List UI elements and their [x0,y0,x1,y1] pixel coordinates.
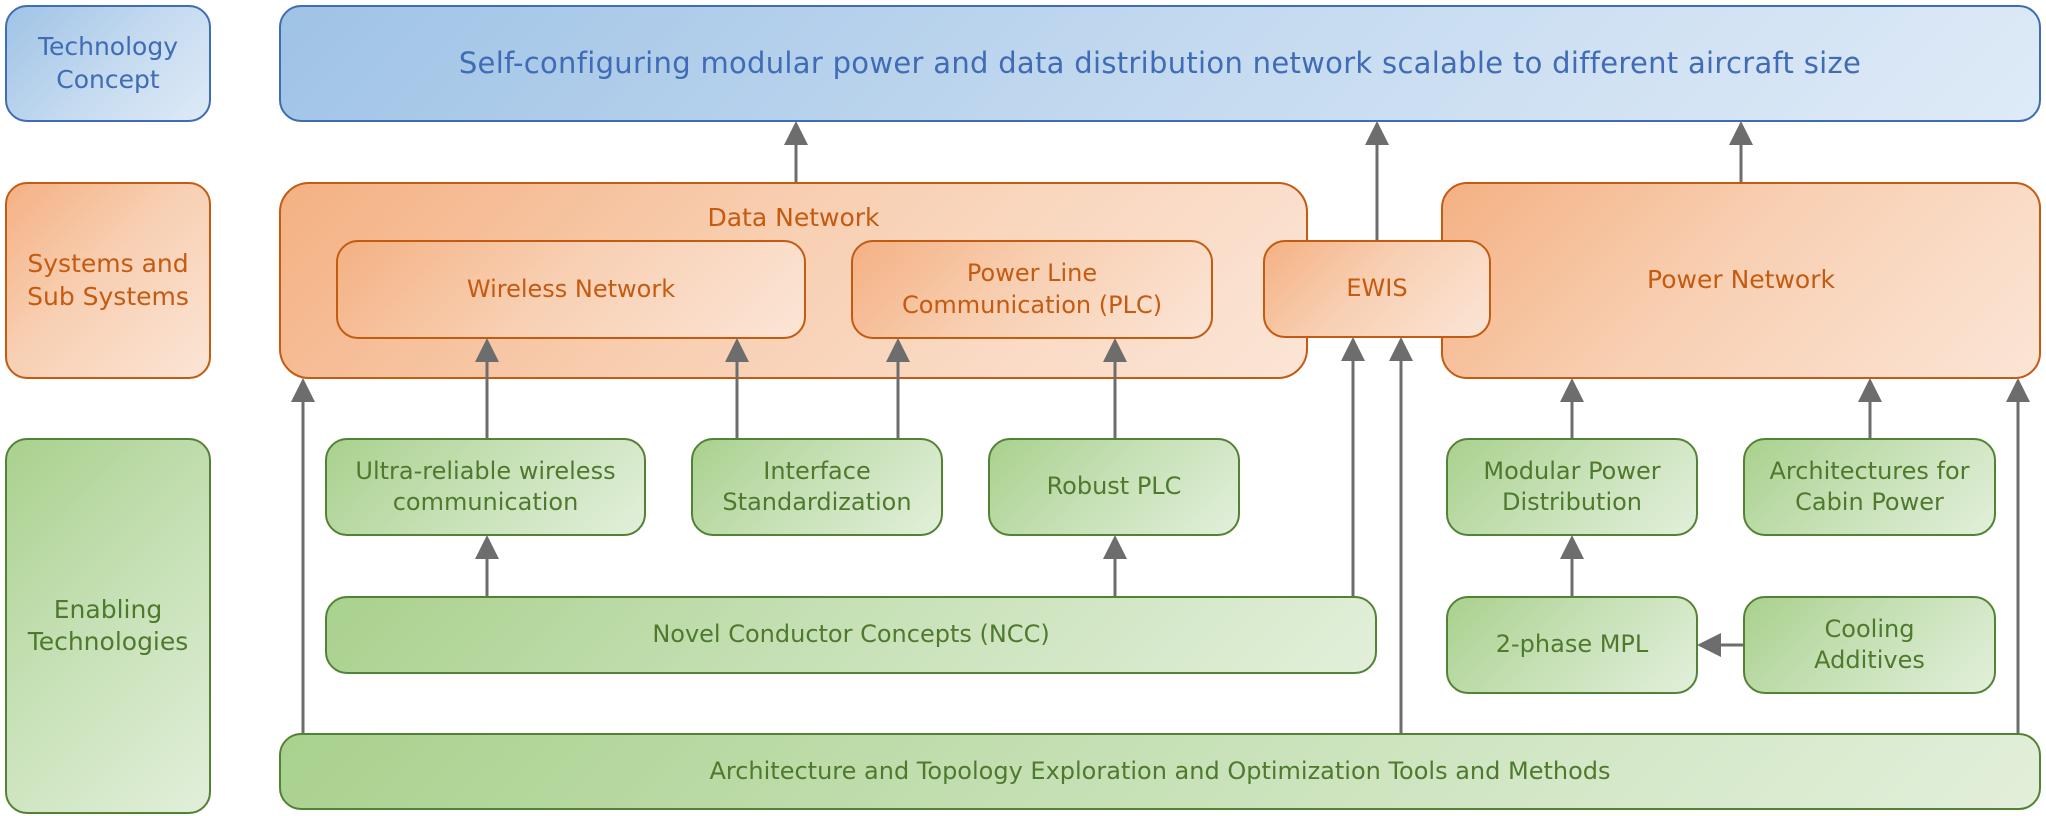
cooling-additives-box: Cooling Additives [1743,596,1996,694]
level-label-enabling-technologies: Enabling Technologies [5,438,211,814]
robust-plc-box: Robust PLC [988,438,1240,536]
level-label-technology-concept: Technology Concept [5,5,211,122]
level-label-systems: Systems and Sub Systems [5,182,211,379]
ncc-box: Novel Conductor Concepts (NCC) [325,596,1377,674]
cabin-power-architectures-box: Architectures for Cabin Power [1743,438,1996,536]
power-network-box: Power Network [1441,182,2041,379]
ewis-box: EWIS [1263,240,1491,338]
interface-standardization-box: Interface Standardization [691,438,943,536]
tools-methods-box: Architecture and Topology Exploration an… [279,733,2041,810]
plc-box: Power Line Communication (PLC) [851,240,1213,339]
modular-power-distribution-box: Modular Power Distribution [1446,438,1698,536]
technology-concept-box: Self-configuring modular power and data … [279,5,2041,122]
ultra-reliable-wireless-box: Ultra-reliable wireless communication [325,438,646,536]
data-network-title: Data Network [707,203,880,232]
wireless-network-box: Wireless Network [336,240,806,339]
